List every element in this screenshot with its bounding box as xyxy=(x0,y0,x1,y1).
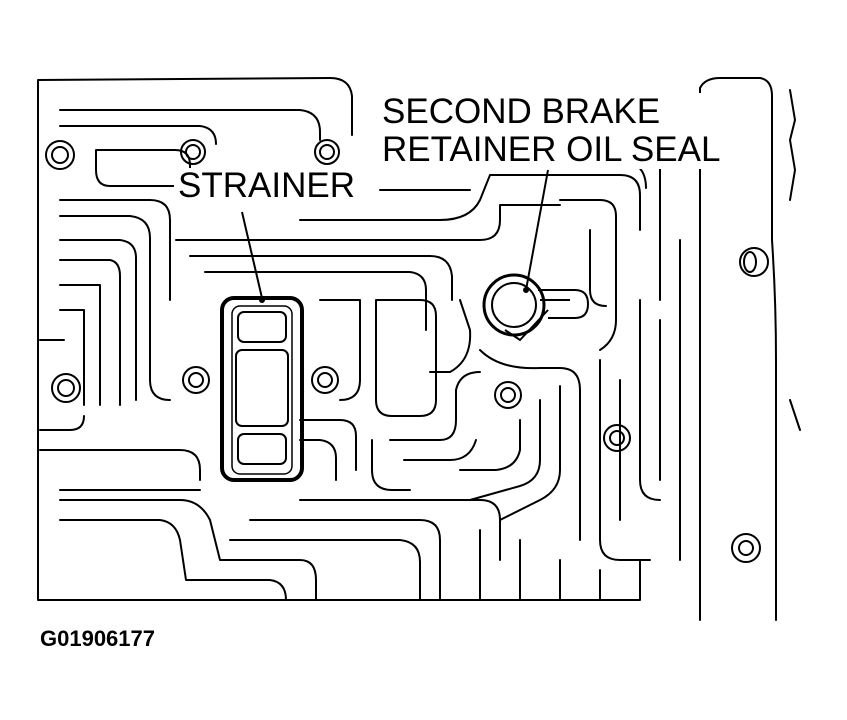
bolt-hole xyxy=(311,366,339,394)
bolt-hole xyxy=(314,139,340,165)
strainer-label: STRAINER xyxy=(174,168,359,203)
bolt-hole xyxy=(494,381,522,409)
seal-leader-line xyxy=(525,169,549,291)
casting-outline-right xyxy=(699,77,777,621)
bolt-hole xyxy=(45,140,75,170)
bolt-hole xyxy=(731,533,761,563)
oil-seal-label-line-1: SECOND BRAKE xyxy=(382,92,661,131)
bolt-hole xyxy=(180,139,206,165)
figure-code: G01906177 xyxy=(40,626,155,651)
strainer xyxy=(220,296,304,482)
second-brake-retainer-oil-seal xyxy=(482,273,590,342)
bolt-hole xyxy=(603,424,631,452)
oil-seal-label: SECOND BRAKE RETAINER OIL SEAL xyxy=(378,92,725,169)
bolt-hole xyxy=(51,373,81,403)
seal-leader-dot xyxy=(523,287,529,293)
casting-outline xyxy=(37,77,641,601)
bolt-hole xyxy=(739,247,769,277)
casting-right-edge xyxy=(789,89,801,431)
strainer-leader-line xyxy=(241,211,263,299)
strainer-leader-dot xyxy=(259,297,265,303)
bolt-hole xyxy=(182,366,210,394)
oil-seal-label-line-2: RETAINER OIL SEAL xyxy=(382,130,721,169)
